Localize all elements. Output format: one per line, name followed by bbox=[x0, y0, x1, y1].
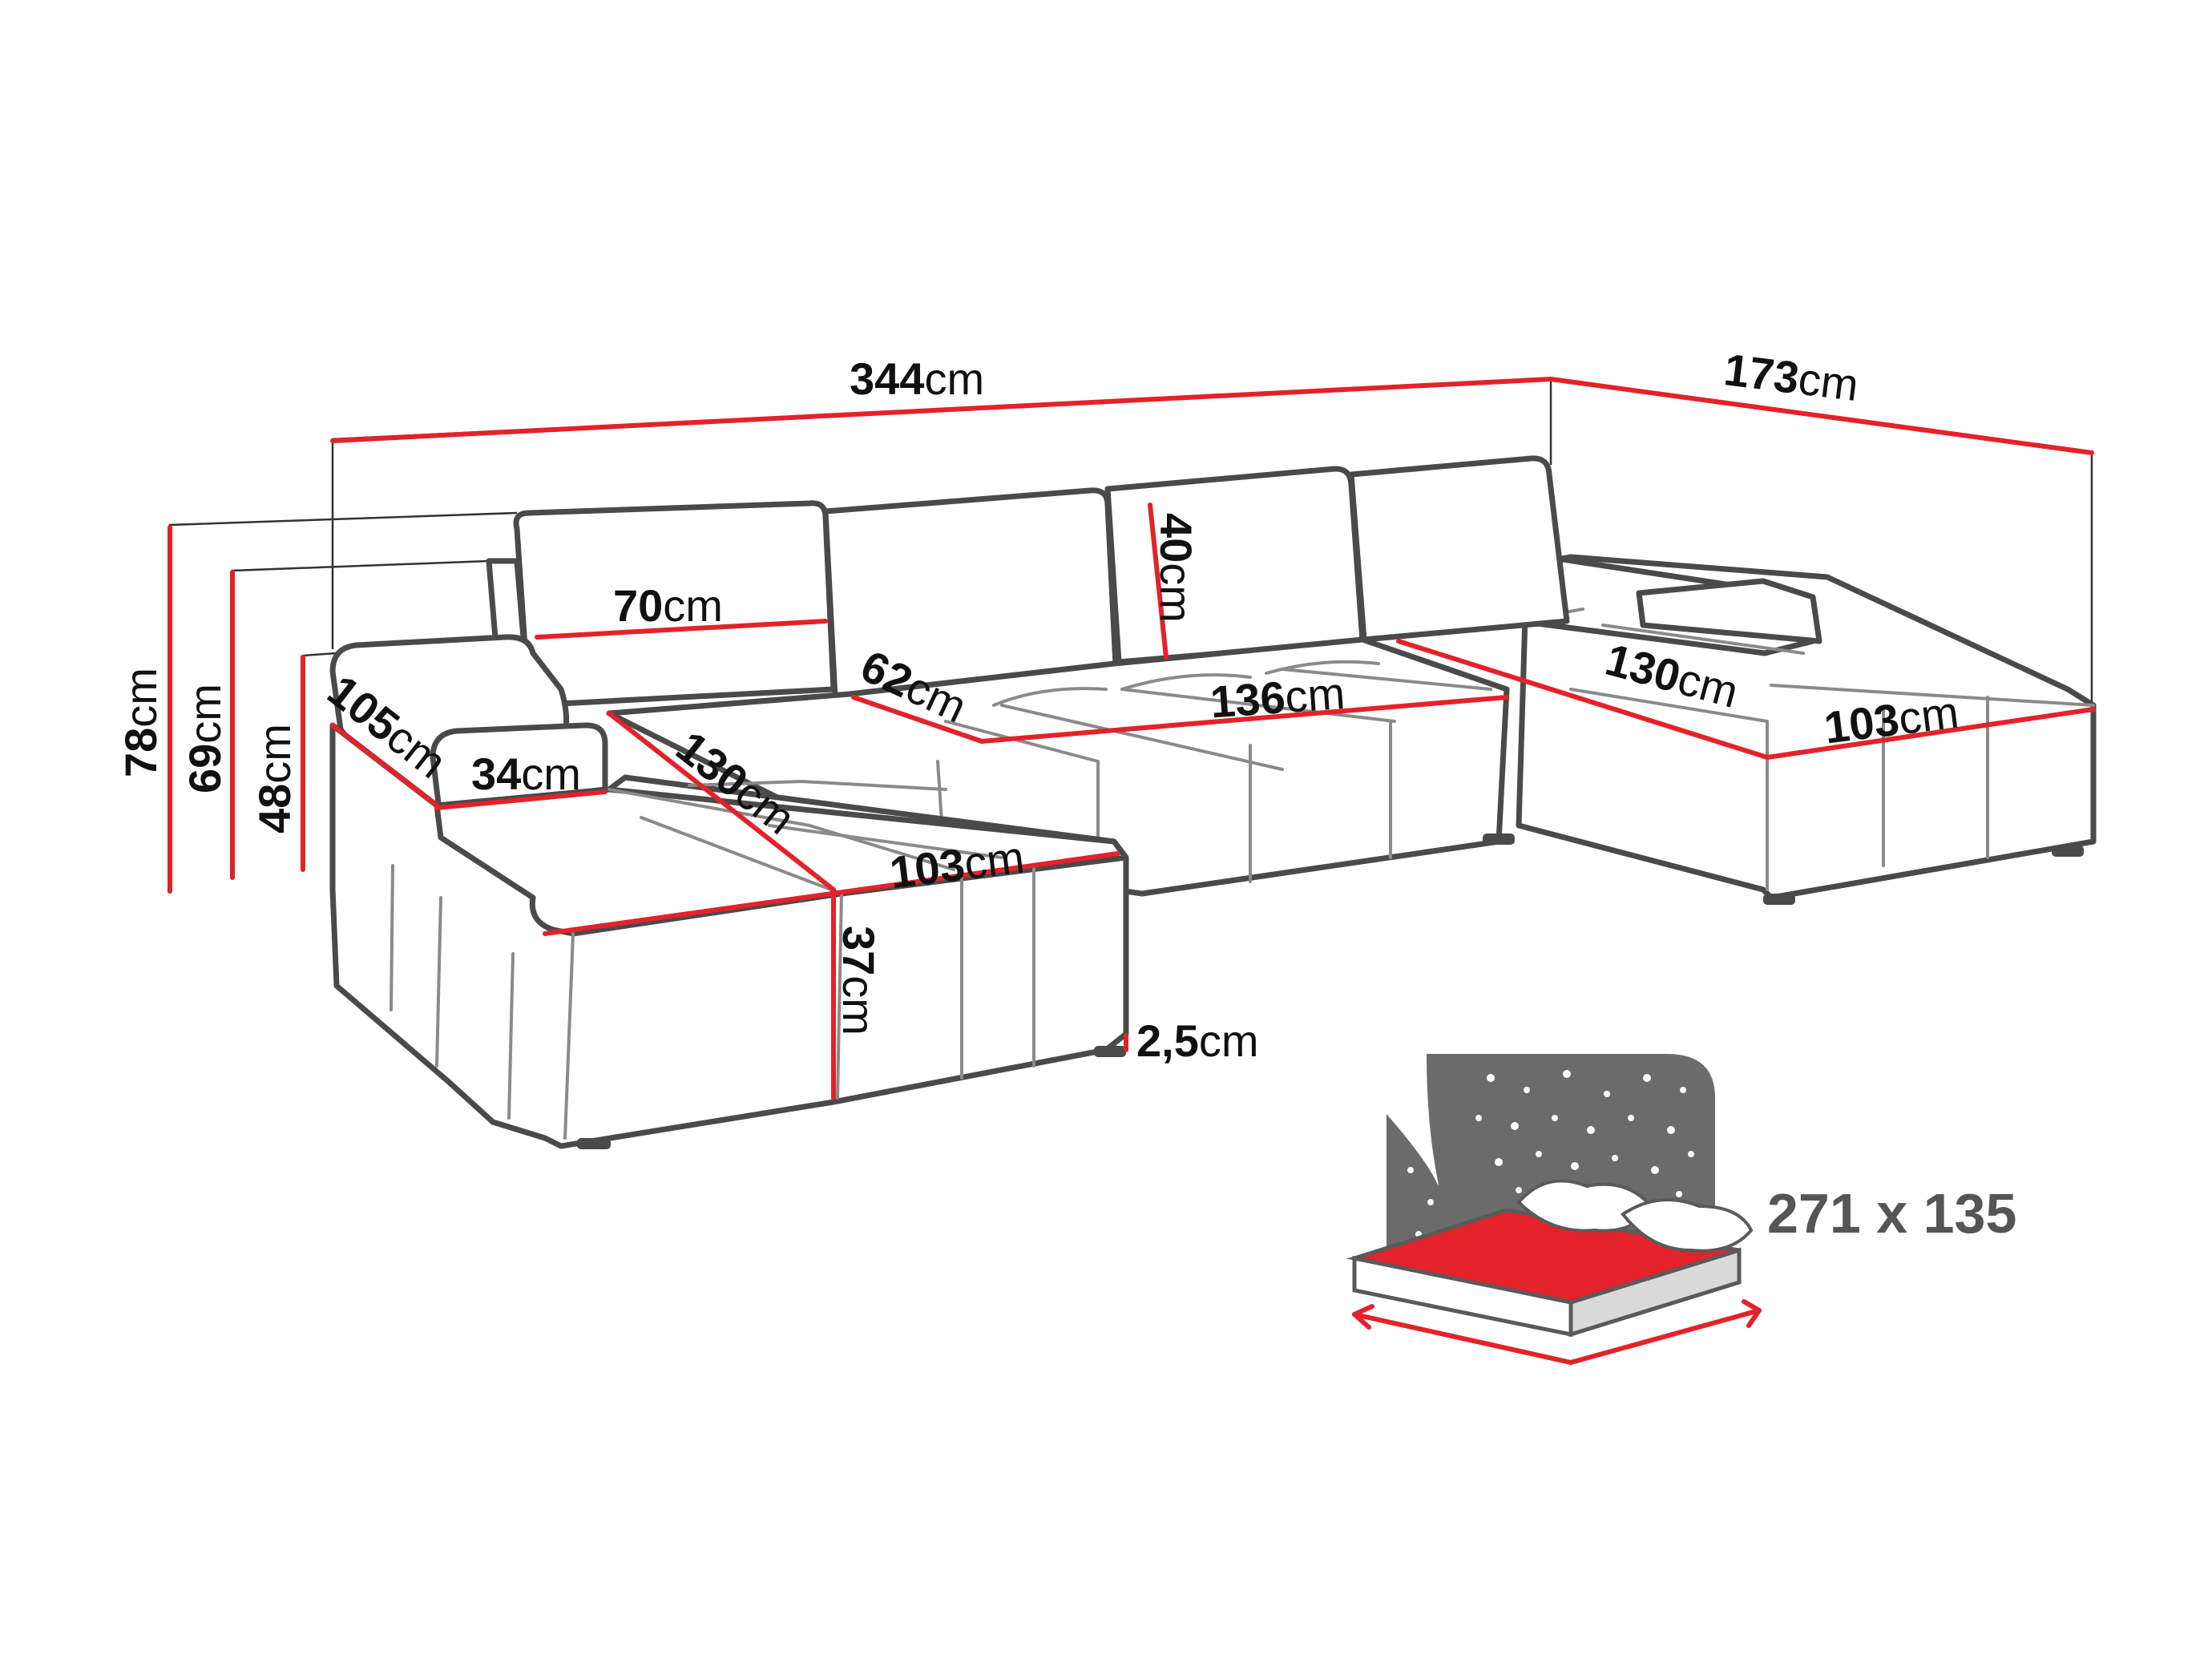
bed-with-pillows-icon bbox=[1346, 1054, 1762, 1366]
label-344: 344cm bbox=[850, 353, 984, 404]
dim-line-40 bbox=[1148, 503, 1169, 660]
label-136: 136cm bbox=[1209, 668, 1346, 728]
dim-line-105 bbox=[330, 723, 439, 808]
dim-line-70 bbox=[535, 619, 828, 640]
stars bbox=[1407, 1070, 1694, 1237]
armrest-pad bbox=[430, 722, 608, 813]
label-69: 69cm bbox=[180, 684, 230, 793]
leg-right-back bbox=[2052, 846, 2084, 857]
dimension-lines bbox=[168, 377, 2096, 1100]
label-70: 70cm bbox=[613, 580, 723, 631]
dim-line-62 bbox=[851, 695, 984, 744]
right-armrest bbox=[1636, 578, 1822, 644]
dim-line-136 bbox=[979, 695, 1509, 744]
back-cushion-4 bbox=[1348, 455, 1570, 643]
back-cushion-3 bbox=[1104, 466, 1366, 665]
bed-size-arrow bbox=[1352, 1308, 1762, 1366]
dimension-labels: 344cm 173cm 78cm 69cm 48cm 105cm 34cm 13… bbox=[115, 344, 1961, 1066]
label-40: 40cm bbox=[1151, 513, 1201, 623]
dim-line-130-right bbox=[1396, 639, 1770, 760]
dim-line-344 bbox=[330, 377, 1553, 443]
label-48: 48cm bbox=[249, 724, 300, 834]
leg-front-right bbox=[1094, 1046, 1126, 1057]
label-37: 37cm bbox=[834, 926, 884, 1035]
sleeping-area-label: 271 x 135 bbox=[1767, 1182, 2016, 1245]
label-103-left: 103cm bbox=[887, 831, 1027, 898]
leg-middle bbox=[1483, 834, 1515, 845]
corner-sofa-drawing bbox=[329, 455, 2097, 1149]
label-2-5: 2,5cm bbox=[1136, 1015, 1259, 1066]
dim-line-130-left bbox=[607, 711, 836, 892]
dim-line-173 bbox=[1548, 377, 2094, 455]
dim-line-34 bbox=[434, 789, 607, 810]
dim-line-103-right bbox=[1765, 707, 2096, 760]
label-34: 34cm bbox=[471, 749, 581, 799]
label-78: 78cm bbox=[115, 668, 166, 777]
label-103-right: 103cm bbox=[1822, 687, 1962, 753]
mattress-side bbox=[1568, 1247, 1742, 1338]
leg-right-chaise bbox=[1763, 894, 1795, 905]
pillow-2 bbox=[1621, 1198, 1754, 1253]
label-173: 173cm bbox=[1722, 344, 1862, 410]
leg-front-left bbox=[577, 1138, 611, 1149]
